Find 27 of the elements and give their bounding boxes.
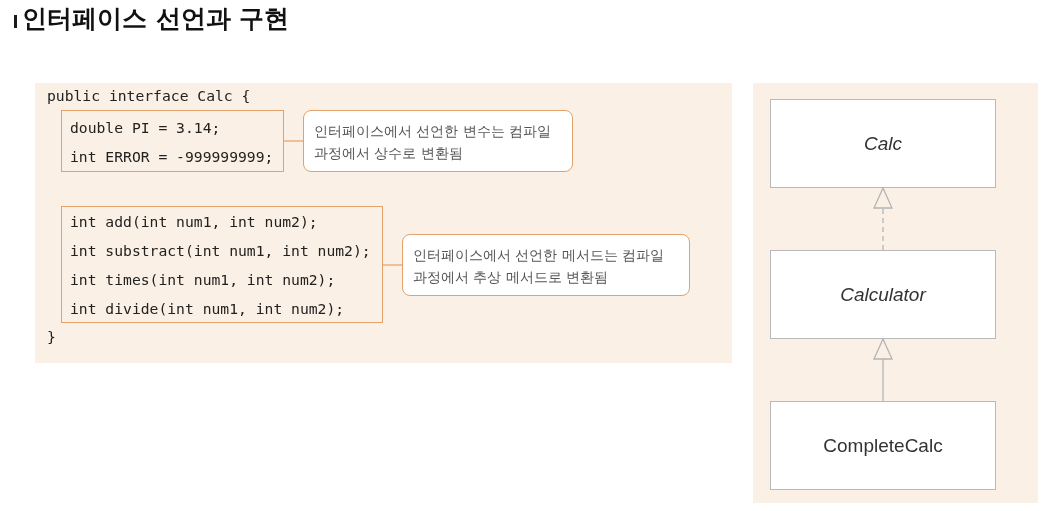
class-name: Calculator (840, 283, 926, 306)
code-line: int ERROR = -999999999; (70, 147, 274, 167)
dashed-arrow (873, 187, 893, 251)
class-box (770, 99, 996, 188)
callout-text: 인터페이스에서 선언한 변수는 컴파일 과정에서 상수로 변환됨 (314, 122, 553, 163)
callout-box (402, 234, 690, 296)
code-line: int divide(int num1, int num2); (70, 299, 345, 319)
callout-text: 인터페이스에서 선언한 메서드는 컴파일 과정에서 추상 메서드로 변환됨 (413, 246, 666, 287)
connector-line (283, 140, 304, 142)
class-box (770, 250, 996, 339)
connector-line (382, 264, 403, 266)
code-line: int substract(int num1, int num2); (70, 241, 371, 261)
code-line: public interface Calc { (47, 86, 251, 106)
callout-box (303, 110, 573, 172)
code-box (61, 110, 284, 172)
code-box (61, 206, 383, 323)
class-name: CompleteCalc (823, 434, 943, 457)
class-name: Calc (864, 132, 902, 155)
diagram-panel (753, 83, 1038, 503)
code-line: } (47, 327, 56, 347)
class-box (770, 401, 996, 490)
title: 인터페이스 선언과 구현 (22, 4, 290, 34)
code-line: double PI = 3.14; (70, 118, 221, 138)
code-panel (35, 83, 732, 363)
code-line: int times(int num1, int num2); (70, 270, 336, 290)
arrow (873, 338, 893, 402)
code-line: int add(int num1, int num2); (70, 212, 318, 232)
